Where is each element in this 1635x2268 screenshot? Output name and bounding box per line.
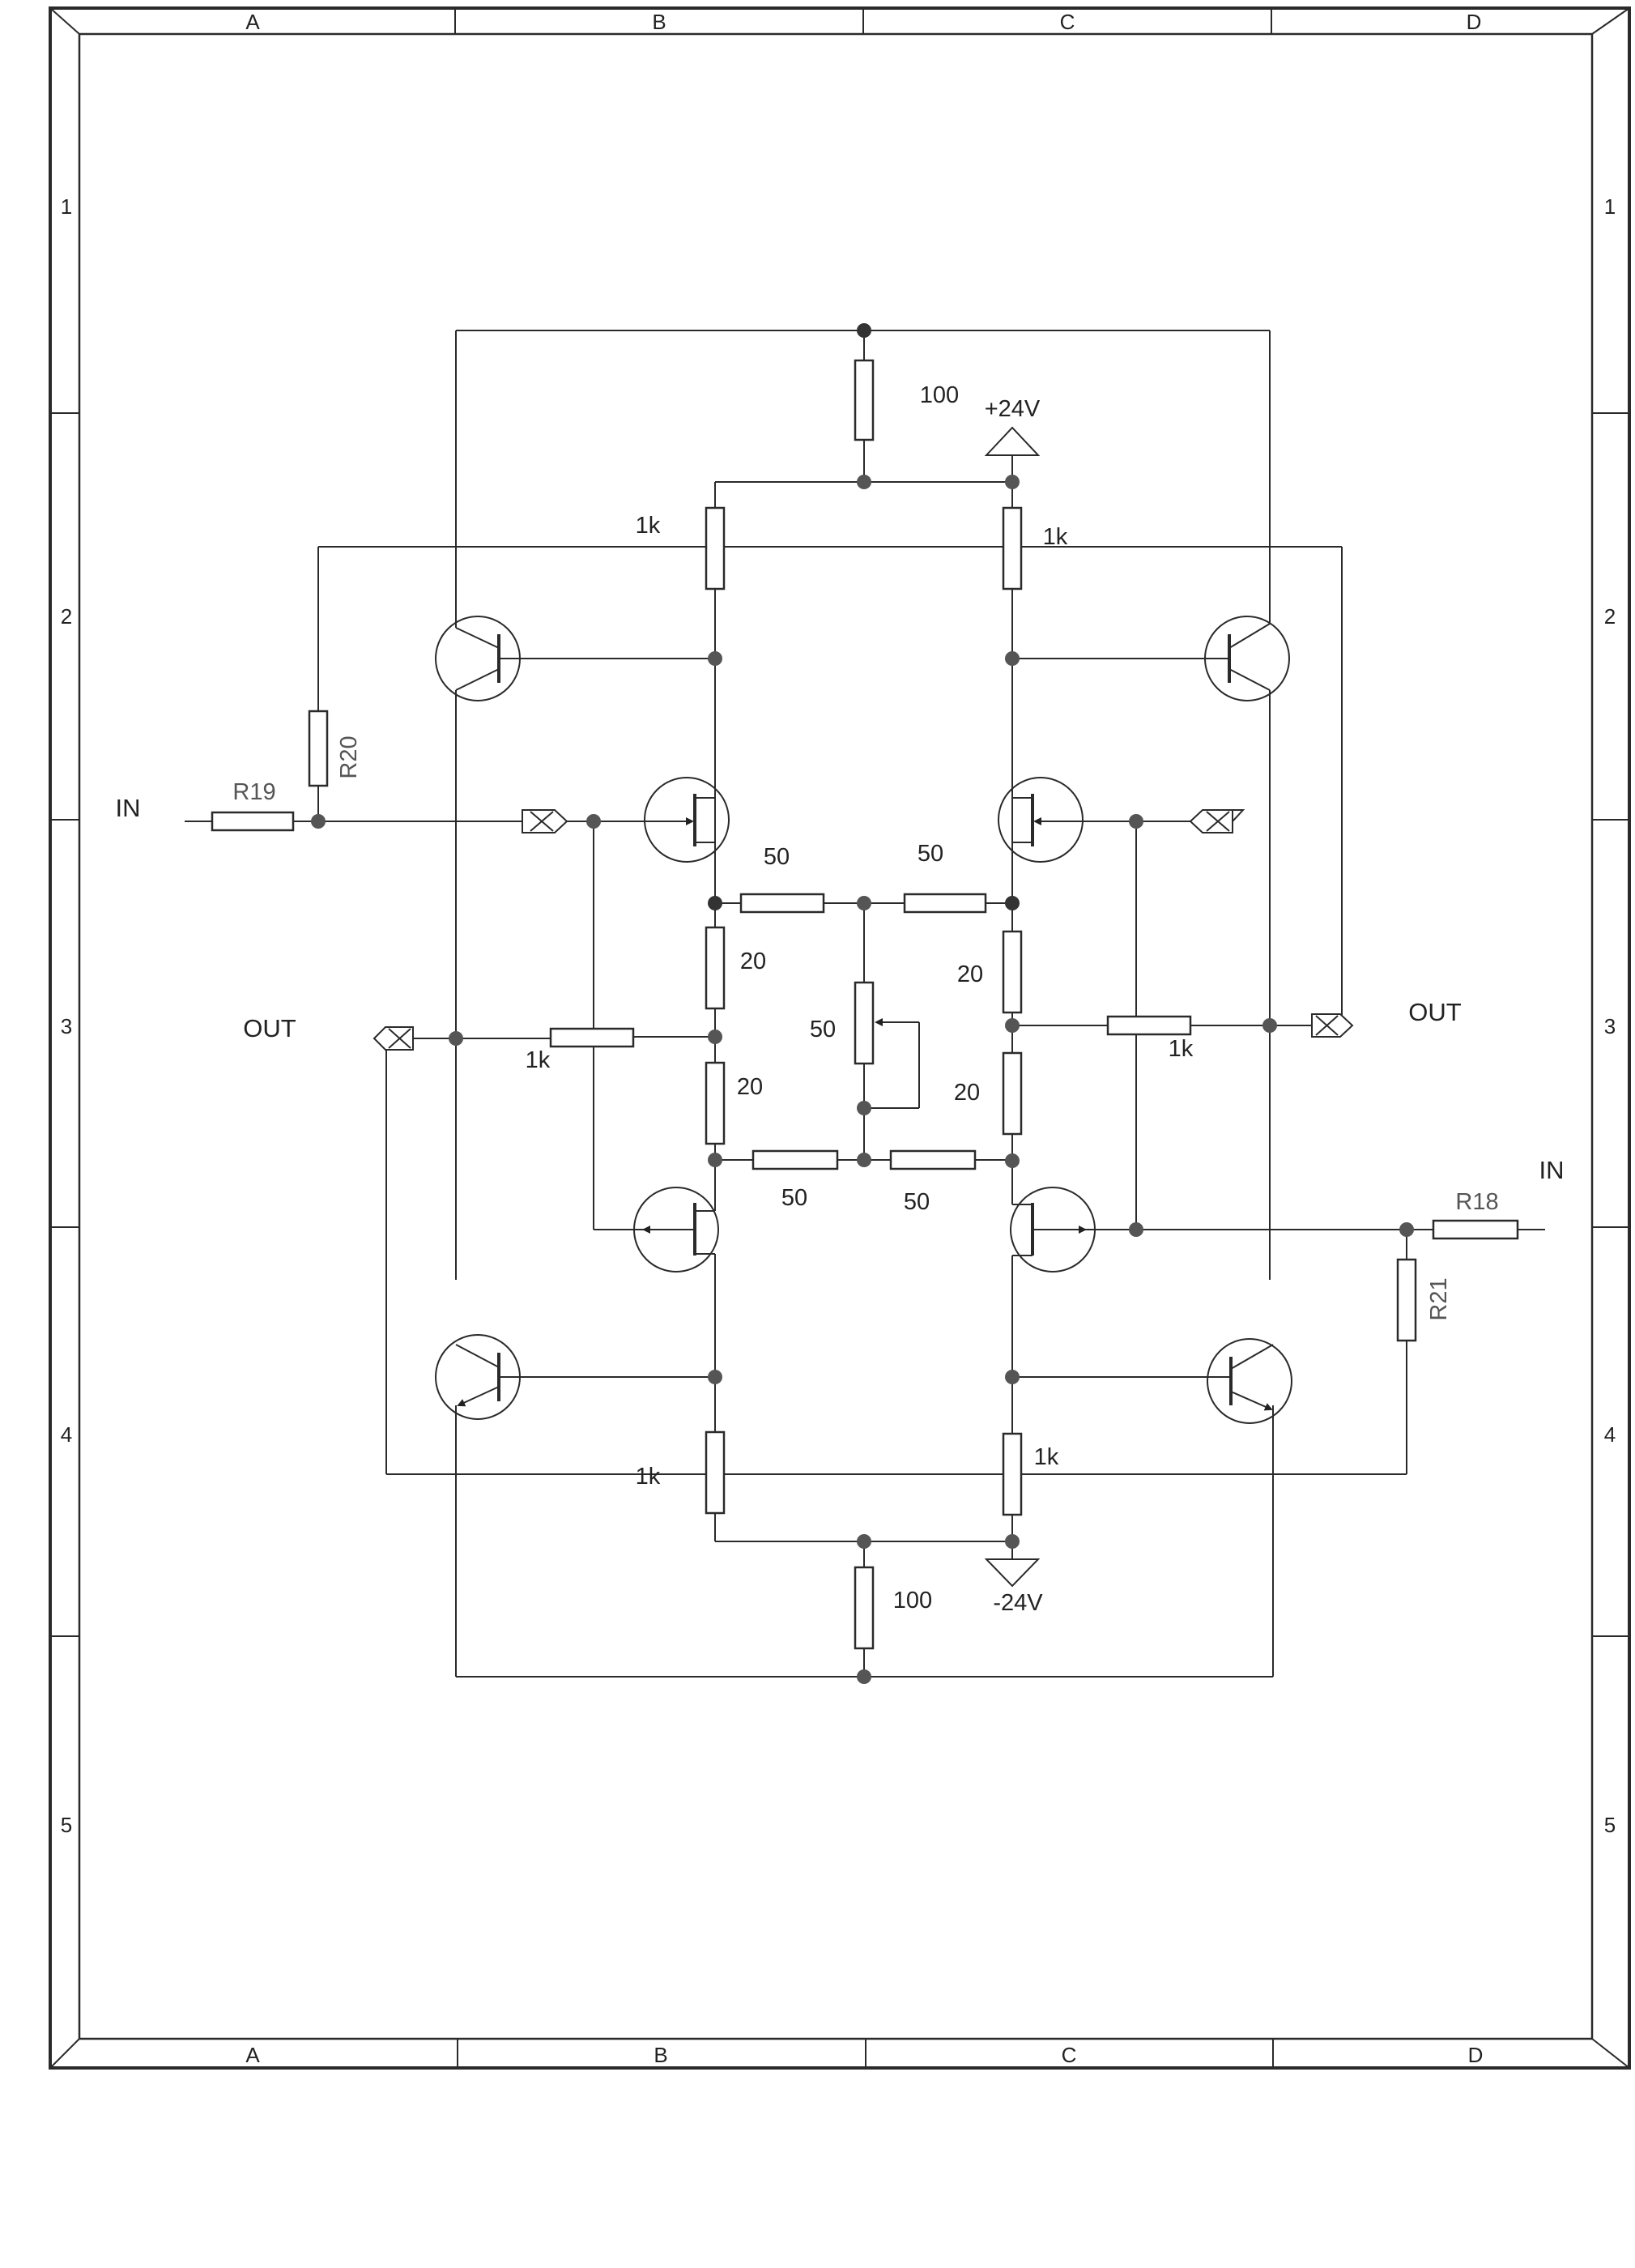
label-left-top-20: 20	[740, 949, 766, 974]
resistor-r19	[211, 811, 295, 832]
zone-row-3-right: 3	[1604, 1014, 1616, 1038]
junction-dots	[311, 323, 1414, 1684]
zone-row-5-left: 5	[61, 1813, 72, 1837]
jfet-top-right	[998, 777, 1085, 863]
resistor-top-left-1k	[705, 506, 726, 590]
connector-in-right-fet	[1189, 809, 1245, 833]
label-out-right: OUT	[1408, 998, 1462, 1026]
label-out-left-1k: 1k	[526, 1047, 551, 1073]
jfet-top-left	[644, 777, 730, 863]
resistor-r21	[1396, 1258, 1417, 1342]
resistor-bodies	[211, 359, 1519, 1650]
label-top-right-50: 50	[918, 841, 943, 867]
resistor-out-right-1k	[1106, 1015, 1192, 1036]
label-top-right-1k: 1k	[1043, 524, 1068, 550]
label-r18: R18	[1455, 1189, 1498, 1215]
label-in-left: IN	[116, 794, 141, 822]
label-bottom-left-50: 50	[781, 1185, 807, 1211]
label-right-bottom-20: 20	[954, 1080, 980, 1106]
zone-col-d-bottom: D	[1468, 2043, 1484, 2067]
bjt-bottom-right	[1207, 1338, 1292, 1424]
zone-col-c-bottom: C	[1062, 2043, 1077, 2067]
zone-row-5-right: 5	[1604, 1813, 1616, 1837]
zone-col-a-bottom: A	[245, 2043, 260, 2067]
label-left-bottom-20: 20	[737, 1074, 763, 1100]
zone-row-2-right: 2	[1604, 604, 1616, 629]
connector-out-left	[373, 1026, 414, 1051]
bjt-bottom-left	[435, 1334, 521, 1420]
resistor-r18	[1432, 1219, 1519, 1240]
resistor-left-bottom-20	[705, 1061, 726, 1145]
label-bottom-right-50: 50	[904, 1189, 930, 1215]
zone-col-d-top: D	[1467, 10, 1482, 34]
label-bottom-left-1k: 1k	[636, 1464, 661, 1490]
label-r21: R21	[1426, 1277, 1452, 1320]
zone-row-4-left: 4	[61, 1422, 72, 1447]
jfet-bottom-left	[633, 1187, 719, 1273]
resistor-bottom-right-1k	[1002, 1432, 1023, 1516]
label-in-right: IN	[1539, 1156, 1565, 1184]
zone-row-3-left: 3	[61, 1014, 72, 1038]
resistor-left-top-20	[705, 926, 726, 1010]
label-top-left-50: 50	[764, 844, 790, 870]
zone-col-c-top: C	[1060, 10, 1075, 34]
bjt-top-right	[1204, 616, 1290, 701]
resistor-right-bottom-20	[1002, 1051, 1023, 1136]
wires	[185, 330, 1545, 1678]
frame-zone-labels: A B C D A B C D 1 2 3 4 5 1 2 3 4 5	[61, 10, 1616, 2067]
zone-row-2-left: 2	[61, 604, 72, 629]
zone-col-b-bottom: B	[654, 2043, 667, 2067]
connector-pads	[373, 809, 1354, 1051]
zone-col-b-top: B	[652, 10, 666, 34]
label-right-top-20: 20	[957, 961, 983, 987]
connector-in-left-fet	[522, 809, 568, 833]
label-r20: R20	[336, 735, 362, 778]
zone-col-a-top: A	[245, 10, 260, 34]
potentiometer-50	[854, 981, 875, 1065]
drawing-frame	[49, 6, 1631, 2070]
schematic-labels: 100 +24V 1k 1k R20 R19 IN 50 50 20 20 OU…	[116, 382, 1565, 1616]
zone-row-4-right: 4	[1604, 1422, 1616, 1447]
resistor-r20	[308, 710, 329, 787]
resistor-bottom-left-1k	[705, 1430, 726, 1515]
resistor-top-right-50	[903, 893, 987, 914]
label-out-right-1k: 1k	[1169, 1036, 1194, 1062]
resistor-bottom-right-50	[889, 1149, 977, 1170]
supply-positive-symbol	[984, 426, 1041, 472]
resistor-top-left-50	[739, 893, 825, 914]
resistor-top-right-1k	[1002, 506, 1023, 590]
label-minus-24v: -24V	[993, 1590, 1043, 1616]
resistor-bottom-100	[854, 1566, 875, 1650]
supply-negative-symbol	[984, 1558, 1041, 1588]
label-plus-24v: +24V	[985, 396, 1041, 422]
resistor-out-left-1k	[549, 1027, 635, 1048]
resistor-bottom-left-50	[752, 1149, 839, 1170]
label-out-left: OUT	[243, 1014, 296, 1042]
label-bottom-right-1k: 1k	[1034, 1444, 1059, 1470]
label-r19: R19	[232, 779, 275, 805]
bjt-top-left	[435, 616, 521, 701]
label-top-100: 100	[920, 382, 959, 408]
jfet-bottom-right	[1010, 1187, 1096, 1273]
connector-out-right	[1311, 1013, 1354, 1038]
label-top-left-1k: 1k	[636, 513, 661, 539]
label-pot-50: 50	[810, 1017, 836, 1042]
resistor-right-top-20	[1002, 930, 1023, 1014]
zone-row-1-right: 1	[1604, 194, 1616, 219]
zone-row-1-left: 1	[61, 194, 72, 219]
label-bottom-100: 100	[893, 1588, 932, 1614]
resistor-top-100	[854, 359, 875, 441]
